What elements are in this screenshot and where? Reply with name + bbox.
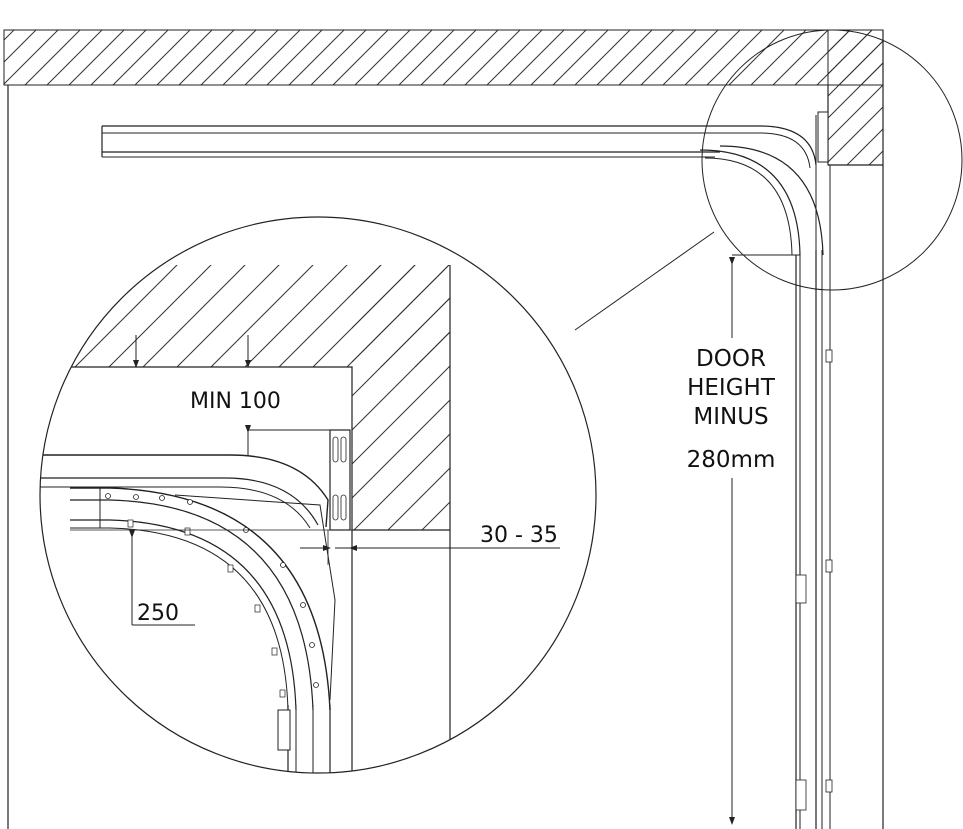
detail-leader-lines: [574, 231, 715, 331]
min-clearance-label: MIN 100: [190, 389, 281, 414]
detail-view-circle: [39, 216, 597, 774]
ceiling-lintel: [3, 29, 884, 166]
door-height-line3: MINUS: [693, 404, 768, 430]
radius-height-label: 250: [137, 601, 179, 626]
wall-edges: [7, 30, 884, 829]
vertical-track: [795, 165, 833, 829]
side-gap-label: 30 - 35: [480, 523, 558, 548]
curved-track-main: [699, 111, 829, 256]
door-height-line1: DOOR: [696, 346, 766, 372]
door-height-line2: HEIGHT: [687, 375, 776, 401]
horizontal-track: [101, 125, 817, 169]
detail-callout-circle: [701, 29, 963, 291]
door-height-line4: 280mm: [687, 447, 776, 473]
door-height-dimension: [729, 254, 800, 825]
